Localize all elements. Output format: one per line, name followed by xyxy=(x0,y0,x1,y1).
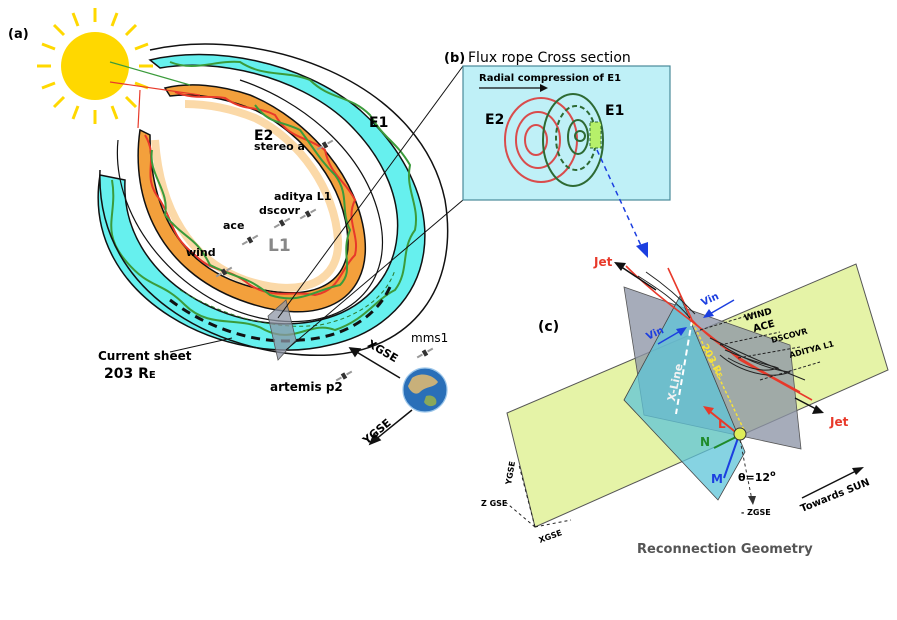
rope-red-wave xyxy=(144,91,357,297)
jet-label-top: Jet xyxy=(593,255,613,269)
sc-wind-label: wind xyxy=(186,246,216,259)
origin-marker xyxy=(733,427,747,441)
l1-label: L1 xyxy=(268,236,291,256)
gse-axes-c xyxy=(502,464,572,528)
minus-z-label: - ZGSE xyxy=(741,508,771,517)
current-sheet-line-2 xyxy=(179,269,396,327)
earth-icon xyxy=(402,367,448,413)
black-field-lines xyxy=(637,271,806,381)
e2-label: E2 xyxy=(254,128,273,144)
distance-value: 203 R xyxy=(104,366,149,382)
current-sheet-pointer xyxy=(169,337,233,353)
x-line xyxy=(675,319,693,415)
panel-b-box xyxy=(462,65,671,201)
current-sheet-line xyxy=(169,281,394,343)
gse-arrows-a xyxy=(348,347,413,446)
e1-sheath xyxy=(97,53,426,351)
distance-subscript: E xyxy=(149,370,156,381)
satellite-icon-wind xyxy=(215,266,233,278)
n-axis xyxy=(713,435,739,449)
e1-highlight xyxy=(589,121,602,149)
spacecraft-track-lines xyxy=(699,311,821,381)
satellite-icon-artemis xyxy=(335,370,353,382)
satellite-icon-dscovr xyxy=(273,217,291,229)
jet-label-bottom: Jet xyxy=(829,415,849,429)
minus-z-arrowhead xyxy=(748,496,756,505)
satellite-icon-stereo xyxy=(316,139,334,151)
streamer-green xyxy=(109,61,191,86)
sc-stereo-label: stereo a xyxy=(254,140,305,153)
zoom-arrowhead xyxy=(636,242,648,258)
satellite-icons xyxy=(215,139,434,382)
vin-arrowhead-left xyxy=(676,327,687,336)
sc-ace-label: ace xyxy=(223,219,244,232)
theta-label: θ=12o xyxy=(738,469,776,484)
streamer-red xyxy=(109,81,201,96)
compression-label: Radial compression of E1 xyxy=(479,73,621,84)
reconnection-caption: Reconnection Geometry xyxy=(637,542,813,557)
current-sheet-label: Current sheet xyxy=(98,349,192,363)
l-axis xyxy=(707,409,739,435)
current-sheet-plane xyxy=(267,299,297,361)
field-line-outer xyxy=(99,43,449,357)
vin-arrow-left xyxy=(657,329,683,345)
m-label: M xyxy=(711,472,723,486)
panel-b: (b) Flux rope Cross section Radial compr… xyxy=(444,50,671,258)
vin-label-right: Vin xyxy=(700,291,721,309)
sheath-wave xyxy=(110,60,417,336)
panel-c-label: (c) xyxy=(538,319,559,335)
reconnection-plane-cyan xyxy=(623,295,746,501)
sc-dscovr-label: dscovr xyxy=(259,204,301,217)
towards-sun-arrow xyxy=(801,469,859,499)
sun-icon xyxy=(37,8,153,124)
sc-mms-label: mms1 xyxy=(411,331,448,345)
projection-line-2 xyxy=(285,199,464,351)
jet-arrowhead-up xyxy=(614,262,626,271)
panel-a: (a) xyxy=(8,8,449,448)
zoom-arrow xyxy=(596,149,644,251)
e1-label: E1 xyxy=(369,115,388,131)
jet-arrow-down xyxy=(794,397,819,411)
jet-arrowhead-down xyxy=(812,405,824,414)
vin-arrowhead-right xyxy=(703,309,714,318)
field-line-inner xyxy=(116,79,383,323)
sc-artemis-label: artemis p2 xyxy=(270,380,343,394)
ygse-label-c: YGSE xyxy=(504,461,517,487)
n-label: N xyxy=(700,435,710,449)
panel-b-e2-label: E2 xyxy=(485,112,504,128)
panel-c: (c) X-Line 203 RE xyxy=(481,255,889,557)
satellite-icon-ace xyxy=(241,234,259,246)
vin-arrow-right xyxy=(707,299,735,316)
projection-line-1 xyxy=(277,65,464,319)
towards-sun-arrowhead xyxy=(852,467,864,475)
l-label: L xyxy=(718,417,726,431)
compression-arrowhead xyxy=(540,84,548,92)
zgse-label-c: Z GSE xyxy=(481,499,507,508)
panel-b-label: (b) xyxy=(444,51,465,66)
l-arrowhead xyxy=(703,406,714,415)
towards-sun-label: Towards SUN xyxy=(799,477,871,515)
xgse-label-c: XGSE xyxy=(538,528,564,545)
theta-value: θ=12 xyxy=(738,471,770,484)
satellite-icon-mms xyxy=(416,347,434,359)
panel-a-label: (a) xyxy=(8,27,29,42)
panel-b-e1-label: E1 xyxy=(605,103,624,119)
streamer-red-2 xyxy=(137,89,141,129)
m-axis xyxy=(723,437,739,479)
minus-z-axis xyxy=(739,439,753,501)
panel-b-title: Flux rope Cross section xyxy=(468,50,631,66)
panel-c-distance-sub: E xyxy=(714,371,723,379)
theta-degree: o xyxy=(770,469,776,478)
satellite-icon-aditya xyxy=(299,208,317,220)
sc-aditya-label: aditya L1 xyxy=(274,190,331,203)
jet-arrow-up xyxy=(619,265,657,291)
ygse-label-a: YGSE xyxy=(360,416,394,447)
rope-green-wave xyxy=(150,104,352,300)
distance-label: 203 RE xyxy=(104,366,156,382)
rope-inner-light xyxy=(151,100,343,292)
